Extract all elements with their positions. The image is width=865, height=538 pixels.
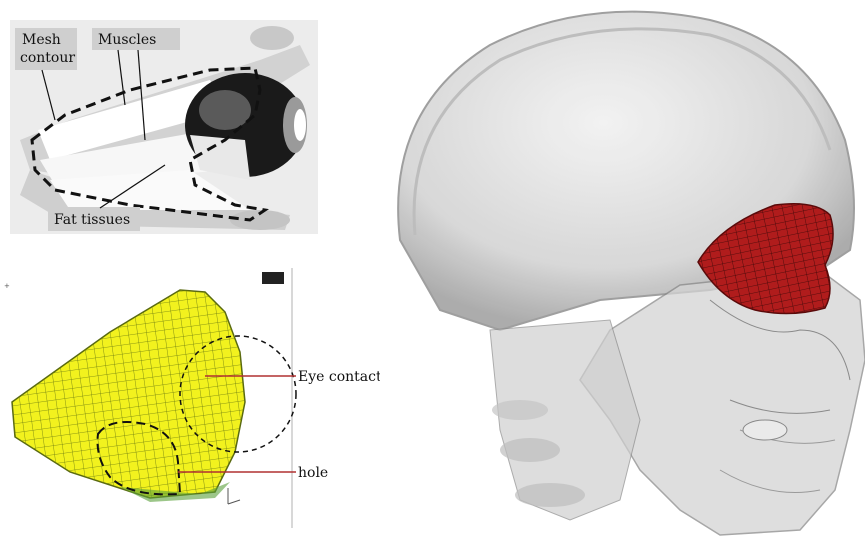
skull-render: [380, 0, 865, 538]
axis-gizmo: [228, 488, 240, 504]
orbit-mesh-figure: + Eye contact hole: [0, 262, 380, 534]
svg-text:+: +: [4, 282, 10, 290]
eye-anatomy-figure: Mesh contour Muscles Fat tissues: [10, 20, 318, 234]
hole-label: hole: [298, 465, 328, 481]
eye-contact-label: Eye contact: [298, 369, 380, 385]
eye-anatomy-diagram: Mesh contour Muscles Fat tissues: [10, 20, 318, 234]
mesh-contour-label-line1: Mesh: [22, 32, 61, 48]
muscles-label: Muscles: [98, 32, 156, 48]
skull-figure: [380, 0, 865, 538]
orbit-mesh-diagram: + Eye contact hole: [0, 262, 380, 534]
fat-tissues-label: Fat tissues: [54, 212, 130, 228]
mesh-contour-label-line2: contour: [20, 50, 75, 66]
